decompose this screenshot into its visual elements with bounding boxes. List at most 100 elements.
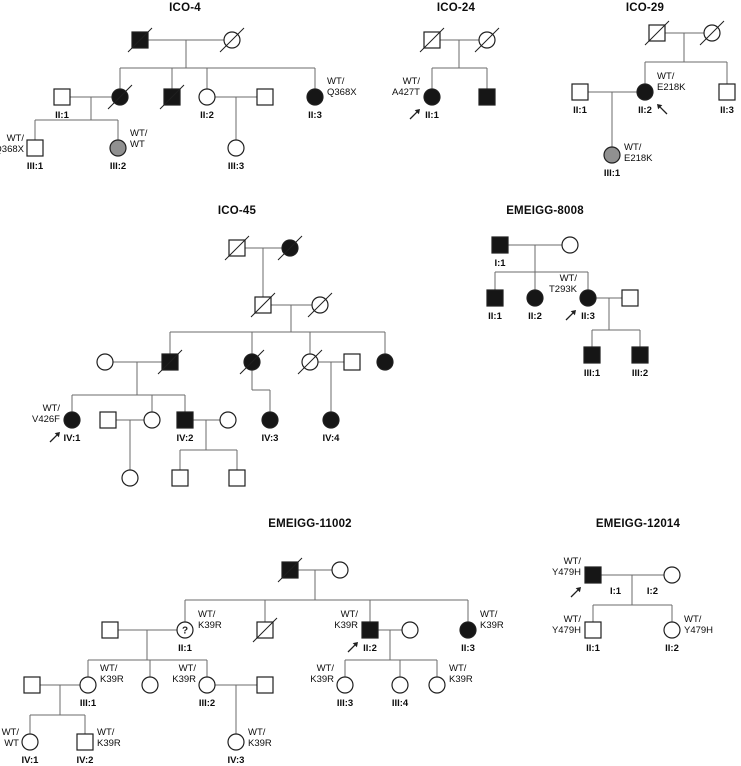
female-symbol [663,566,681,584]
male-symbol [584,621,602,639]
individual-id-label: III:1 [584,368,601,379]
genotype-label: WT/ [43,403,61,414]
individual-ICO-45-IV:3: IV:3 [261,411,279,444]
individual-ICO-45-member-6 [157,349,183,375]
individual-ICO-4-III:1: III:1WT/Q368X [0,133,44,172]
genotype-label: WT/ [7,133,25,144]
male-symbol [343,353,361,371]
male-symbol [718,83,736,101]
proband-arrow [570,587,581,598]
genotype-label: WT/ [480,609,498,620]
female-symbol [428,676,446,694]
male-symbol [99,411,117,429]
individual-EMEIGG-8008-member-2 [561,236,579,254]
genotype-label: A427T [392,87,420,98]
deceased-slash [277,235,303,261]
individual-EMEIGG-12014-I:1: I:1WT/Y479H [552,556,622,598]
female-symbol [141,676,159,694]
individual-ICO-24-member-4 [478,88,496,106]
genotype-label: WT [4,738,19,749]
individual-id-label: II:1 [178,643,192,654]
individual-ICO-45-member-4 [307,292,333,318]
individual-id-label: I:1 [494,258,506,269]
individual-ICO-4-member-4 [107,84,133,110]
individual-id-label: IV:2 [177,433,194,444]
deceased-slash [699,20,725,46]
individual-id-label: II:3 [720,105,734,116]
family-ICO-4: II:1II:2II:3WT/Q368XIII:1WT/Q368XIII:2WT… [0,27,357,172]
deceased-slash [219,27,245,53]
family-title-ico-4: ICO-4 [169,2,201,14]
male-symbol [101,621,119,639]
individual-ICO-45-member-15 [219,411,237,429]
individual-id-label: II:3 [581,311,595,322]
individual-ICO-29-III:1: III:1WT/E218K [603,142,653,179]
individual-id-label: III:2 [110,161,126,172]
male-symbol [478,88,496,106]
individual-EMEIGG-8008-III:1: III:1 [583,346,601,379]
genotype-label: WT/ [248,727,266,738]
female-symbol [663,621,681,639]
individual-ICO-4-member-7 [256,88,274,106]
individual-ICO-4-III:3: III:3 [227,139,245,172]
genotype-label: Y479H [684,625,713,636]
individual-id-label: III:1 [27,161,44,172]
individual-id-label: III:2 [632,368,648,379]
individual-ICO-4-II:1: II:1 [53,88,71,121]
individual-ICO-29-II:1: II:1 [571,83,589,116]
genotype-label: K39R [248,738,272,749]
individual-ICO-45-member-19 [171,469,189,487]
male-symbol [26,139,44,157]
individual-id-label: IV:1 [22,755,40,766]
individual-EMEIGG-11002-II:1: ?II:1WT/K39R [176,609,222,654]
deceased-slash [224,235,250,261]
proband-arrow [409,109,420,120]
genotype-label: E218K [657,82,686,93]
genotype-label: WT/ [130,128,148,139]
female-symbol [96,353,114,371]
family-ICO-24: II:1WT/A427T [392,27,500,121]
family-title-emeigg-12014: EMEIGG-12014 [595,518,681,530]
individual-ICO-45-IV:2: IV:2 [176,411,194,444]
individual-id-label: II:2 [638,105,652,116]
individual-id-label: II:1 [586,643,600,654]
male-symbol [176,411,194,429]
individual-ICO-45-member-12 [99,411,117,429]
individual-EMEIGG-11002-member-7 [401,621,419,639]
female-symbol [219,411,237,429]
male-symbol [491,236,509,254]
genotype-label: WT/ [2,727,20,738]
individual-id-label: IV:2 [77,755,94,766]
individual-EMEIGG-12014-II:2: II:2WT/Y479H [663,614,713,654]
individual-ICO-45-member-10 [376,353,394,371]
individual-ICO-45-IV:1: IV:1WT/V426F [32,403,81,444]
male-symbol [171,469,189,487]
individual-ICO-29-II:2: II:2 WT/E218K [636,71,686,116]
individual-EMEIGG-11002-member-2 [331,561,349,579]
individual-ICO-4-member-1 [127,27,153,53]
male-symbol [228,469,246,487]
individual-ICO-45-IV:4: IV:4 [322,411,341,444]
genotype-label: WT/ [624,142,642,153]
individual-id-label: III:3 [337,698,353,709]
genotype-label: E218K [624,153,653,164]
proband-arrow [565,310,576,321]
genotype-label: WT/ [657,71,675,82]
genotype-label: WT/ [403,76,421,87]
family-title-ico-24: ICO-24 [436,2,476,14]
male-symbol [584,566,602,584]
male-symbol [23,676,41,694]
deceased-slash [297,349,323,375]
individual-id-label: I:2 [647,586,658,597]
individual-EMEIGG-8008-II:1: II:1 [486,289,504,322]
individual-EMEIGG-8008-III:2: III:2 [631,346,649,379]
deceased-slash [127,27,153,53]
female-symbol [227,139,245,157]
individual-EMEIGG-8008-II:2: II:2 [526,289,544,322]
deceased-slash [277,557,303,583]
individual-ICO-4-II:2: II:2 [198,88,216,121]
individual-id-label: II:2 [528,311,542,322]
individual-id-label: IV:4 [323,433,341,444]
